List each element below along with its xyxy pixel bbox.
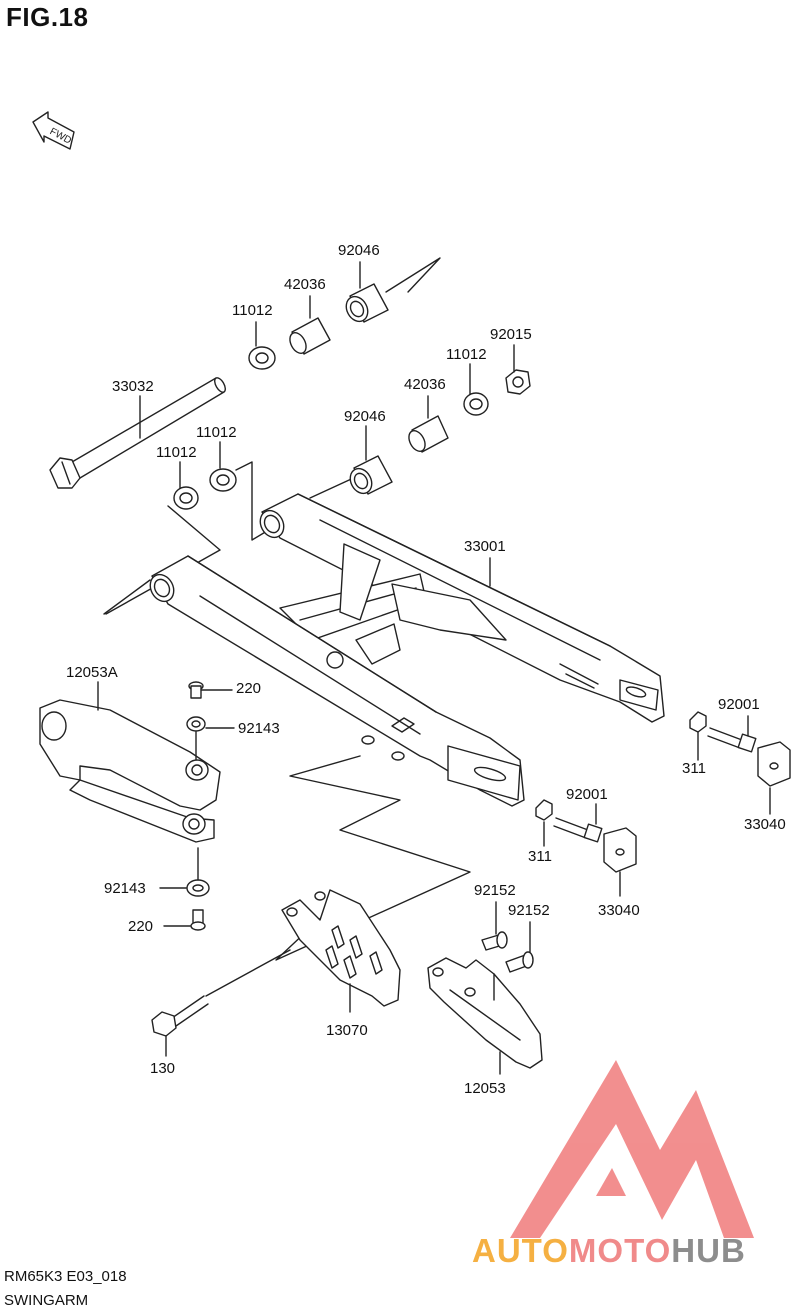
part-label: 220 [236, 680, 262, 697]
part-label: 11012 [232, 302, 273, 319]
chain-guide-12053 [427, 957, 543, 1075]
adjuster-33040 [757, 741, 791, 815]
watermark-logo-icon [510, 1060, 754, 1238]
watermark-part: HUB [671, 1232, 746, 1269]
part-label: 130 [150, 1060, 176, 1077]
watermark-text: AUTOMOTOHUB [472, 1232, 746, 1270]
part-label: 13070 [326, 1022, 368, 1039]
model-code: RM65K3 E03_018 [4, 1268, 127, 1285]
part-label: 42036 [284, 276, 326, 293]
bolt-130 [151, 949, 291, 1057]
nut-92015 [505, 369, 531, 395]
collar-92143 [159, 847, 210, 897]
bolt-92001 [553, 803, 603, 843]
bolt-92152 [505, 921, 534, 973]
part-label: 11012 [156, 444, 197, 461]
screw-220 [188, 681, 233, 699]
part-label: 12053 [464, 1080, 506, 1097]
section-name: SWINGARM [4, 1292, 89, 1309]
spacer-42036 [408, 415, 449, 453]
guide-line [385, 257, 441, 293]
part-label: 220 [128, 918, 154, 935]
spacer-42036 [289, 317, 331, 355]
nut-311 [689, 711, 707, 761]
part-label: 11012 [446, 346, 487, 363]
guide-line [235, 461, 273, 541]
bearing-92046 [345, 283, 389, 323]
guide-line [275, 755, 471, 961]
part-label: 92143 [104, 880, 146, 897]
part-label: 92143 [238, 720, 280, 737]
swingarm-33001 [149, 493, 665, 807]
collar-11012 [463, 392, 489, 416]
part-label: 33040 [744, 816, 786, 833]
part-label: 311 [682, 760, 706, 777]
part-label: 92015 [490, 326, 532, 343]
watermark-part: MOTO [568, 1232, 672, 1269]
guide-bracket-13070 [281, 889, 401, 1013]
bolt-92152 [481, 901, 508, 951]
guide-line [103, 579, 151, 615]
collar-92143 [186, 716, 235, 761]
fwd-arrow-icon: FWD [32, 111, 75, 150]
part-label: 12053A [66, 664, 118, 681]
adjuster-33040 [603, 827, 637, 897]
part-label: 33001 [464, 538, 506, 555]
axle-bolt-33032 [49, 377, 226, 489]
part-label: 33032 [112, 378, 154, 395]
collar-11012 [209, 468, 237, 492]
part-label: 92152 [474, 882, 516, 899]
collar-11012 [173, 486, 199, 510]
part-label: 311 [528, 848, 552, 865]
part-label: 92152 [508, 902, 550, 919]
part-label: 92046 [338, 242, 380, 259]
part-label: 92001 [718, 696, 760, 713]
part-label: 42036 [404, 376, 446, 393]
bolt-92001 [707, 715, 757, 753]
chain-slider-12053A [39, 699, 221, 843]
watermark-part: AUTO [472, 1232, 569, 1269]
screw-220 [163, 909, 206, 931]
part-label: 11012 [196, 424, 237, 441]
nut-311 [535, 799, 553, 847]
part-label: 92046 [344, 408, 386, 425]
part-label: 92001 [566, 786, 608, 803]
part-label: 33040 [598, 902, 640, 919]
figure-title: FIG.18 [6, 2, 89, 32]
guide-line [105, 505, 221, 615]
bearing-92046 [349, 455, 393, 495]
collar-11012 [248, 346, 276, 370]
